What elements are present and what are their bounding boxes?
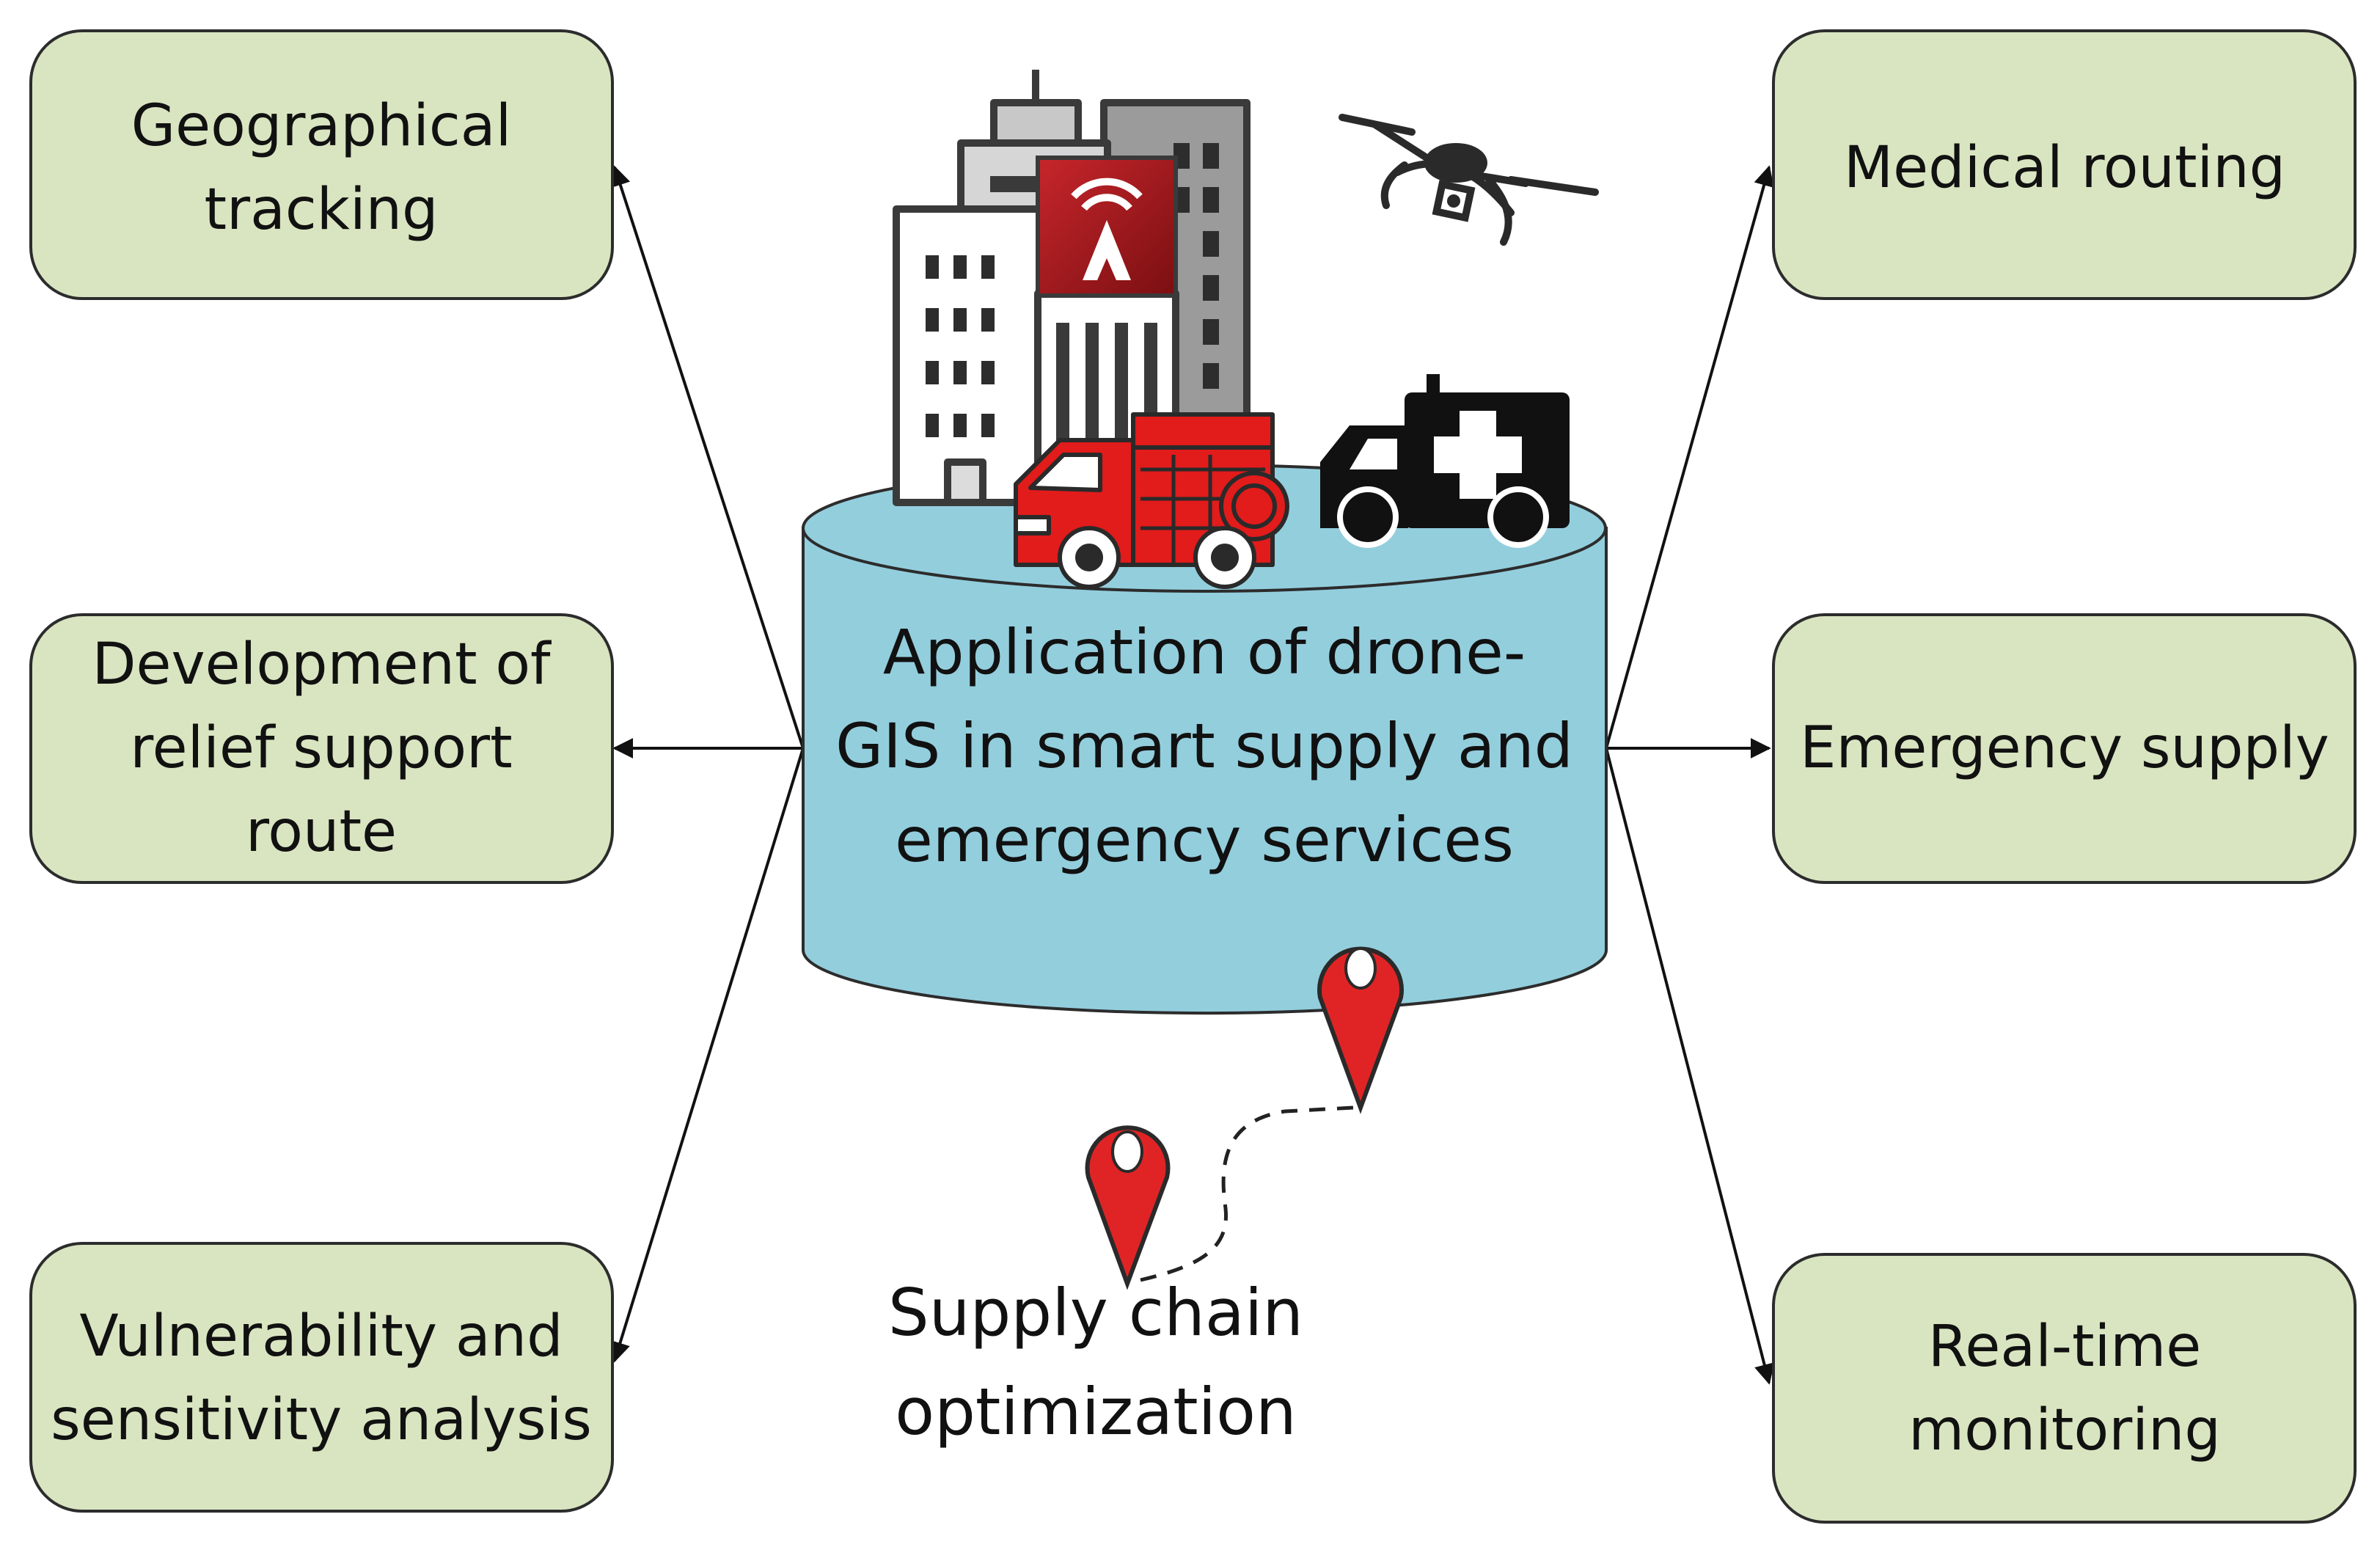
map-pin-icon: [1085, 1125, 1171, 1290]
supply-chain-caption: Supply chain optimization: [888, 1275, 1303, 1450]
arrow-to-geographical-tracking: [610, 165, 805, 749]
arrow-to-medical-routing: [1605, 165, 1774, 749]
connectors: [610, 165, 1775, 1385]
node-geographical-tracking-line-1: Geographical: [131, 93, 512, 159]
caption-line-2: optimization: [895, 1374, 1297, 1450]
node-medical-routing-line-1: Medical routing: [1844, 135, 2285, 201]
arrow-to-real-time-monitoring: [1605, 747, 1775, 1385]
node-relief-support-route-line-3: route: [246, 799, 397, 865]
node-medical-routing: Medical routing: [1772, 29, 2357, 300]
node-emergency-supply: Emergency supply: [1772, 613, 2357, 884]
node-real-time-monitoring-line-1: Real-time: [1928, 1314, 2202, 1380]
node-vulnerability-analysis-line-1: Vulnerability and: [79, 1304, 563, 1370]
node-emergency-supply-line-1: Emergency supply: [1800, 715, 2329, 781]
center-label-line-3: emergency services: [895, 804, 1514, 876]
node-geographical-tracking: Geographical tracking: [29, 29, 614, 300]
ambulance-icon: [1320, 374, 1570, 548]
drone-icon: [1339, 114, 1599, 246]
node-relief-support-route: Development of relief support route: [29, 613, 614, 884]
node-vulnerability-analysis: Vulnerability and sensitivity analysis: [29, 1242, 614, 1513]
node-real-time-monitoring-line-2: monitoring: [1908, 1397, 2221, 1463]
wifi-sign-icon: [1036, 156, 1178, 298]
supply-route-dashed: [1140, 1105, 1354, 1282]
node-relief-support-route-line-2: relief support: [130, 715, 512, 781]
node-relief-support-route-line-1: Development of: [92, 632, 552, 698]
center-label-line-2: GIS in smart supply and: [835, 710, 1573, 782]
fire-truck-icon: [1014, 412, 1289, 589]
caption-line-1: Supply chain: [888, 1275, 1303, 1350]
map-pin-icon: [1317, 946, 1404, 1114]
center-label-line-1: Application of drone-: [883, 616, 1526, 688]
node-real-time-monitoring: Real-time monitoring: [1772, 1253, 2357, 1524]
arrow-to-vulnerability-analysis: [610, 747, 805, 1363]
node-geographical-tracking-line-2: tracking: [204, 177, 438, 243]
node-vulnerability-analysis-line-2: sensitivity analysis: [51, 1387, 592, 1453]
